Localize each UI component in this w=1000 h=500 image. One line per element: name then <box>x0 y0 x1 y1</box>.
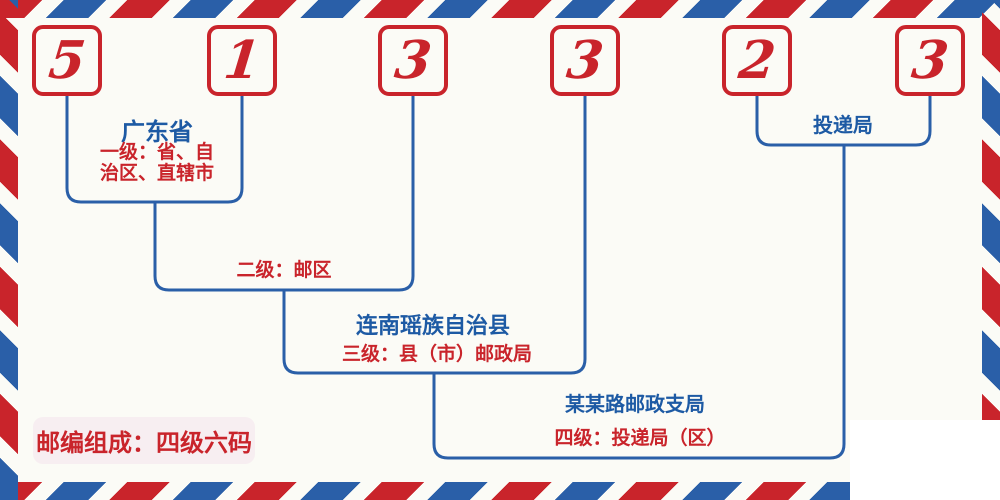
postal-digit-1: 5 <box>45 29 89 91</box>
postal-digit-4: 3 <box>563 29 607 91</box>
digit-box-4: 3 <box>550 25 620 96</box>
postal-digit-5: 2 <box>735 29 779 91</box>
level1-place-label: 广东省 <box>121 120 193 146</box>
level3-desc-label: 三级：县（市）邮政局 <box>341 344 533 365</box>
digit-box-1: 5 <box>32 25 102 96</box>
postal-digit-3: 3 <box>391 29 435 91</box>
level1-desc-line1: 一级：省、自 <box>99 142 215 163</box>
level2-desc-label: 二级：邮区 <box>236 260 332 281</box>
level4-desc-label: 四级：投递局（区） <box>554 428 726 449</box>
postal-digit-6: 3 <box>908 29 952 91</box>
digit-box-2: 1 <box>207 25 277 96</box>
corner-white-patch <box>850 420 1000 500</box>
airmail-border-right <box>982 0 1000 500</box>
level1-desc-label: 一级：省、自 治区、直辖市 <box>100 142 214 184</box>
delivery-office-label: 投递局 <box>813 115 873 137</box>
level1-desc-line2: 治区、直辖市 <box>99 163 215 184</box>
airmail-border-top <box>0 0 1000 18</box>
digit-box-3: 3 <box>378 25 448 96</box>
postcode-composition-badge: 邮编组成：四级六码 <box>33 417 255 464</box>
airmail-border-bottom <box>0 482 1000 500</box>
postcode-composition-text: 邮编组成：四级六码 <box>36 431 252 457</box>
level4-place-label: 某某路邮政支局 <box>565 394 705 416</box>
airmail-border-left <box>0 0 18 500</box>
postal-digit-2: 1 <box>220 29 264 91</box>
digit-box-5: 2 <box>722 25 792 96</box>
level3-place-label: 连南瑶族自治县 <box>355 313 511 338</box>
digit-box-6: 3 <box>895 25 965 96</box>
